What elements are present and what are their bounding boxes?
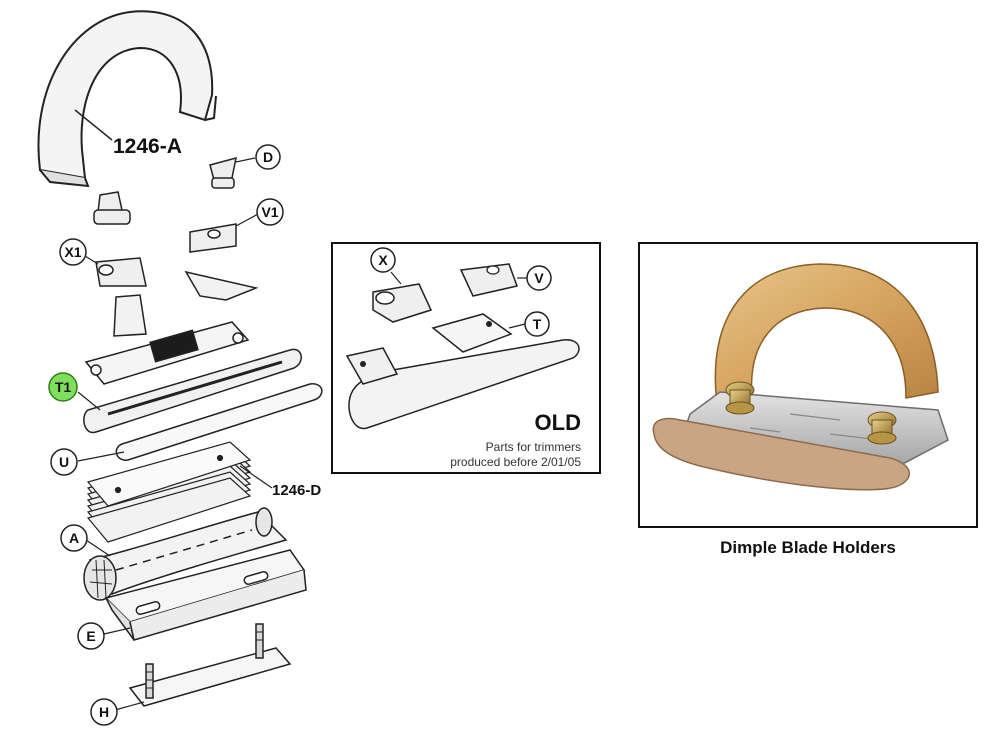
trimmer-plate [84, 321, 250, 385]
part-label-1246-a: 1246-A [113, 135, 182, 158]
blade-left [113, 294, 147, 337]
holder-v1 [189, 223, 237, 253]
body-a [83, 507, 288, 601]
callout-label-t1: T1 [55, 379, 72, 395]
plate-h [128, 623, 292, 707]
callout-circle-d [255, 144, 281, 170]
holder-x1 [95, 257, 147, 287]
leader-line [235, 213, 259, 227]
callout-label-x1: X1 [64, 244, 81, 260]
callout-label-d: D [263, 149, 273, 165]
old-note: Parts for trimmers produced before 2/01/… [450, 440, 581, 470]
callout-circle-x1 [59, 238, 87, 266]
old-parts-drawing: X V T [345, 247, 580, 430]
old-parts-panel: X V T OLD Parts for trimmers produced be… [331, 242, 601, 474]
blade-stack [86, 441, 252, 543]
old-callout-label-t: T [533, 316, 542, 332]
leader-line [239, 465, 273, 489]
old-callout-label-v: V [534, 270, 544, 286]
old-note-line-1: Parts for trimmers [485, 440, 581, 454]
callout-circle-a [60, 524, 88, 552]
old-title: OLD [534, 410, 581, 435]
callout-circle-e [77, 622, 105, 650]
photo-caption: Dimple Blade Holders [720, 538, 896, 557]
dimple-blade-holders-photo [638, 242, 978, 528]
leader-line [235, 157, 256, 163]
callout-label-u: U [59, 454, 69, 470]
leader-line [84, 255, 99, 265]
callout-circle-u [50, 448, 78, 476]
base-plate-t1 [83, 348, 302, 434]
old-callout-label-x: X [378, 252, 388, 268]
callout-circle-t1 [48, 372, 78, 402]
blade-upper [184, 270, 259, 301]
leader-line [74, 109, 113, 141]
leader-line [85, 539, 111, 557]
leader-line [77, 451, 125, 462]
base-e [104, 549, 307, 641]
leader-line [114, 701, 145, 711]
leader-line [103, 627, 131, 635]
callout-label-h: H [99, 704, 109, 720]
callout-label-a: A [69, 530, 79, 546]
callout-label-v1: V1 [261, 204, 278, 220]
photo-illustration [652, 263, 949, 491]
callout-label-e: E [86, 628, 95, 644]
callout-circle-h [90, 698, 118, 726]
leader-line [77, 391, 101, 411]
callout-circle-v1 [256, 198, 284, 226]
old-note-line-2: produced before 2/01/05 [450, 455, 581, 469]
knob-left [93, 191, 131, 225]
handle-part [37, 10, 217, 188]
part-label-1246-d: 1246-D [272, 482, 321, 499]
knob-d [209, 156, 237, 189]
guide-u [115, 383, 323, 461]
